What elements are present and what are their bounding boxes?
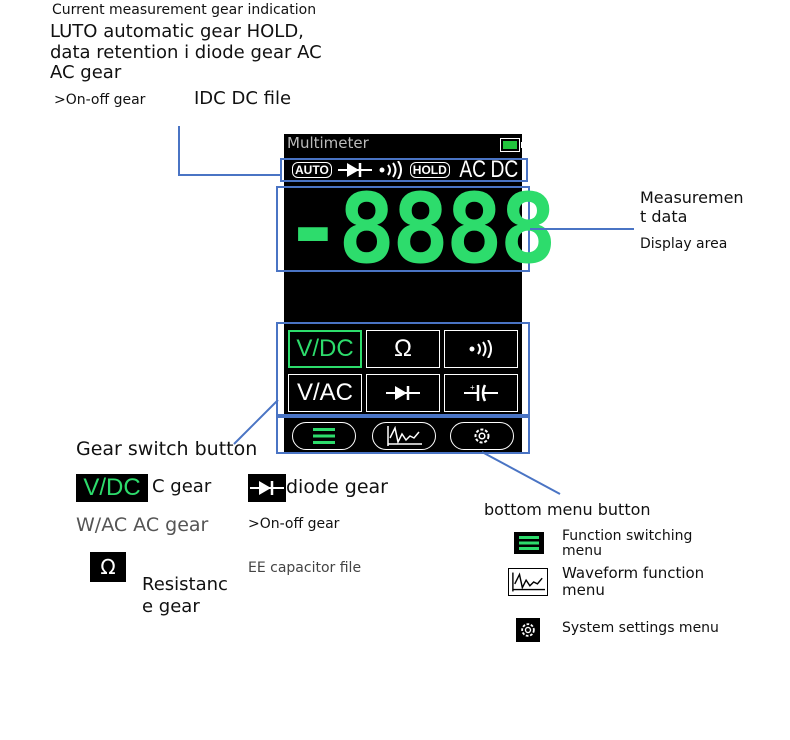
measurement-label-2: t data <box>640 207 688 226</box>
indicator-desc-2: data retention i diode gear AC <box>50 42 322 63</box>
svg-text:+: + <box>470 383 475 392</box>
resistance-label-2: e gear <box>142 596 200 617</box>
diode-gear-button[interactable] <box>366 374 440 412</box>
display-area-label: Display area <box>640 236 728 252</box>
capacitor-gear-button[interactable]: + <box>444 374 518 412</box>
onoff-gear-label-bottom: >On-off gear <box>248 516 340 532</box>
function-menu-label-2: menu <box>562 543 602 559</box>
callout-line-measurement <box>530 228 634 230</box>
waveform-icon <box>387 426 422 446</box>
settings-menu-legend-icon <box>516 618 540 642</box>
diode-gear-label: diode gear <box>286 476 388 498</box>
function-menu-legend-icon <box>514 532 544 554</box>
indicator-desc-1: LUTO automatic gear HOLD, <box>50 21 304 42</box>
callout-line-horizontal <box>178 174 280 176</box>
callout-line-menu <box>481 451 561 495</box>
ac-indicator: AC <box>459 156 486 183</box>
callout-line-vertical <box>178 126 180 176</box>
measurement-reading: -8888 <box>284 173 557 285</box>
waveform-menu-label-1: Waveform function <box>562 564 705 582</box>
menu-icon <box>313 428 335 444</box>
continuity-icon <box>469 340 492 358</box>
vac-gear-label: W/AC AC gear <box>76 514 209 536</box>
waveform-menu-button[interactable] <box>372 422 436 450</box>
measurement-label-1: Measuremen <box>640 188 744 207</box>
indicator-title: Current measurement gear indication <box>52 2 317 18</box>
function-menu-button[interactable] <box>292 422 356 450</box>
measurement-frame <box>276 186 530 272</box>
idc-file-label: IDC DC file <box>194 88 292 109</box>
gear-switch-grid <box>276 322 530 416</box>
battery-icon <box>500 138 524 152</box>
hold-indicator: HOLD <box>409 162 450 178</box>
ohm-legend-icon: Ω <box>90 552 126 582</box>
function-menu-label-1: Function switching <box>562 528 693 544</box>
settings-menu-label: System settings menu <box>562 620 719 636</box>
resistance-label-1: Resistanc <box>142 574 228 595</box>
onoff-gear-label-top: >On-off gear <box>54 92 146 108</box>
continuity-indicator-icon <box>378 161 404 179</box>
callout-line-gear <box>233 399 279 445</box>
bottom-menu-frame <box>276 416 530 454</box>
vdc-gear-label: C gear <box>152 476 212 497</box>
waveform-menu-label-2: menu <box>562 581 605 599</box>
vac-gear-button[interactable]: V/AC <box>288 374 362 412</box>
gear-switch-title: Gear switch button <box>76 438 258 460</box>
dc-indicator: DC <box>490 156 519 183</box>
auto-indicator: AUTO <box>292 162 332 178</box>
screen-title: Multimeter <box>287 134 369 152</box>
gear-icon <box>474 428 490 444</box>
diode-indicator-icon <box>337 161 372 179</box>
vdc-legend-icon: V/DC <box>76 474 148 502</box>
gear-indicator-row: AUTO HOLD AC DC <box>280 158 528 182</box>
waveform-menu-legend-icon <box>508 568 548 596</box>
ohm-gear-button[interactable]: Ω <box>366 330 440 368</box>
continuity-gear-button[interactable] <box>444 330 518 368</box>
vdc-gear-button[interactable]: V/DC <box>288 330 362 368</box>
diode-legend-icon <box>248 474 286 502</box>
settings-menu-button[interactable] <box>450 422 514 450</box>
diode-icon <box>386 386 420 400</box>
capacitor-gear-label: EE capacitor file <box>248 560 362 576</box>
capacitor-icon: + <box>464 383 498 402</box>
indicator-desc-3: AC gear <box>50 62 122 83</box>
bottom-menu-title: bottom menu button <box>484 500 651 519</box>
